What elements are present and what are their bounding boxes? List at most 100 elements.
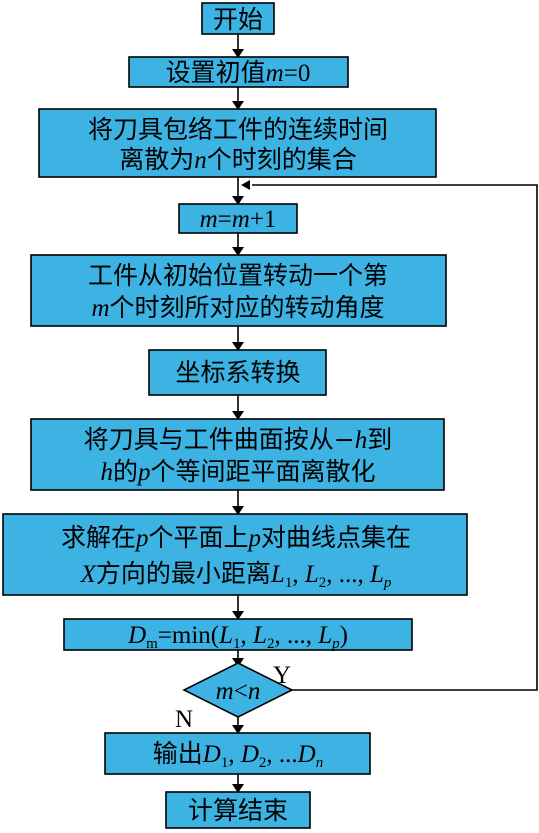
yes-label: Y [273, 662, 291, 689]
init-box [128, 56, 349, 88]
start-box [201, 2, 275, 35]
connectors [237, 34, 538, 788]
solve-line2: X方向的最小距离L1, L2, ..., Lp [80, 559, 392, 591]
solve-sep3: , [357, 561, 370, 588]
solve-box [2, 513, 468, 596]
solve-l2-sub: 2 [319, 575, 327, 591]
coord-transform-box [148, 349, 327, 396]
solve-lp-sub: p [383, 575, 392, 591]
increment-var-a: m [200, 206, 218, 233]
arrowhead [232, 49, 244, 58]
dmin-lp-sub: p [331, 636, 340, 652]
planes-line1-var: h [355, 427, 368, 454]
dmin-sep1: , [241, 622, 254, 649]
dmin-close: ) [340, 622, 348, 649]
rotate-line2-suffix: 个时刻所对应的转动角度 [110, 293, 385, 322]
dmin-box [63, 618, 413, 651]
decision-label: m<n [216, 678, 261, 705]
output-d1-sub: 1 [221, 755, 229, 771]
solve-line2-var-x: X [80, 561, 98, 588]
output-sep2: , [266, 741, 279, 768]
solve-sep2: , [326, 561, 339, 588]
dmin-sep2: , [274, 622, 287, 649]
dmin-open: ( [211, 622, 219, 649]
discretize-line2-prefix: 离散为 [119, 145, 194, 174]
output-label: 输出D1, D2, ...Dn [153, 739, 323, 771]
arrowhead [232, 725, 244, 734]
arrowheads [232, 49, 250, 793]
output-d2: D [240, 741, 259, 768]
planes-line1-prefix: 将刀具与工件曲面按从− [84, 425, 355, 454]
init-label: 设置初值m=0 [166, 58, 311, 87]
solve-line1-var-p1: p [134, 525, 149, 552]
decision-diamond [182, 662, 294, 718]
solve-l1: L [270, 561, 285, 588]
planes-line2-suffix: 个等间距平面离散化 [151, 457, 376, 486]
arrowhead [232, 611, 244, 620]
decision-op: < [234, 678, 248, 705]
dmin-l2-sub: 2 [267, 636, 275, 652]
output-box [104, 732, 371, 775]
coord-transform-label: 坐标系转换 [175, 358, 300, 387]
solve-l2: L [304, 561, 319, 588]
discretize-line1: 将刀具包络工件的连续时间 [88, 115, 388, 144]
init-var: m [266, 60, 284, 87]
output-d2-sub: 2 [259, 755, 267, 771]
dmin-sub: m [146, 636, 158, 652]
end-label: 计算结束 [188, 796, 288, 825]
start-label: 开始 [213, 5, 263, 34]
dmin-label: Dm=min(L1, L2, ..., Lp) [127, 622, 348, 652]
output-dn-sub: n [316, 755, 324, 771]
rotate-line2: m个时刻所对应的转动角度 [91, 293, 384, 322]
planes-line2: h的p个等间距平面离散化 [100, 457, 375, 486]
solve-l1-sub: 1 [285, 575, 293, 591]
arrowhead [232, 411, 244, 420]
end-box [165, 791, 311, 829]
planes-line2-mid: 的 [113, 457, 138, 486]
arrowhead [232, 784, 244, 793]
dmin-ellipsis: ... [287, 622, 306, 649]
solve-line1-var-p2: p [247, 525, 262, 552]
output-dn: D [297, 741, 316, 768]
output-d1: D [202, 741, 221, 768]
no-label: N [175, 706, 193, 733]
rotate-box [30, 254, 447, 327]
increment-eq: = [218, 206, 232, 233]
discretize-line2: 离散为n个时刻的集合 [119, 145, 357, 174]
planes-line1-suffix: 到 [367, 425, 392, 454]
dmin-l1: L [218, 622, 233, 649]
solve-ellipsis: ... [339, 561, 358, 588]
output-ellipsis: ... [279, 741, 298, 768]
init-suffix: =0 [284, 60, 311, 87]
arrowhead [232, 101, 244, 110]
solve-line1: 求解在p个平面上p对曲线点集在 [61, 523, 411, 552]
planes-line2-var-h: h [100, 459, 113, 486]
increment-suffix: +1 [250, 206, 277, 233]
increment-var-b: m [232, 206, 250, 233]
increment-box [178, 203, 298, 234]
solve-line2-mid: 方向的最小距离 [96, 559, 271, 588]
rotate-line1: 工件从初始位置转动一个第 [88, 261, 388, 290]
output-sep1: , [228, 741, 241, 768]
dmin-l1-sub: 1 [233, 636, 241, 652]
loop-back-line [252, 184, 538, 691]
discretize-line2-var: n [194, 147, 207, 174]
arrowhead-loop [241, 180, 250, 190]
solve-line1-mid: 个平面上 [148, 523, 248, 552]
planes-line2-var-p: p [136, 459, 151, 486]
discretize-line2-suffix: 个时刻的集合 [207, 145, 357, 174]
solve-line1-prefix: 求解在 [61, 523, 136, 552]
dmin-var: D [127, 622, 146, 649]
dmin-func: =min [158, 622, 211, 649]
init-prefix: 设置初值 [166, 58, 266, 87]
output-prefix: 输出 [153, 739, 203, 768]
planes-line1: 将刀具与工件曲面按从−h到 [84, 425, 392, 454]
arrowhead [232, 196, 244, 205]
dmin-lp: L [317, 622, 332, 649]
dmin-l2: L [252, 622, 267, 649]
increment-label: m=m+1 [200, 206, 277, 233]
arrowhead [232, 506, 244, 515]
solve-lp: L [369, 561, 384, 588]
